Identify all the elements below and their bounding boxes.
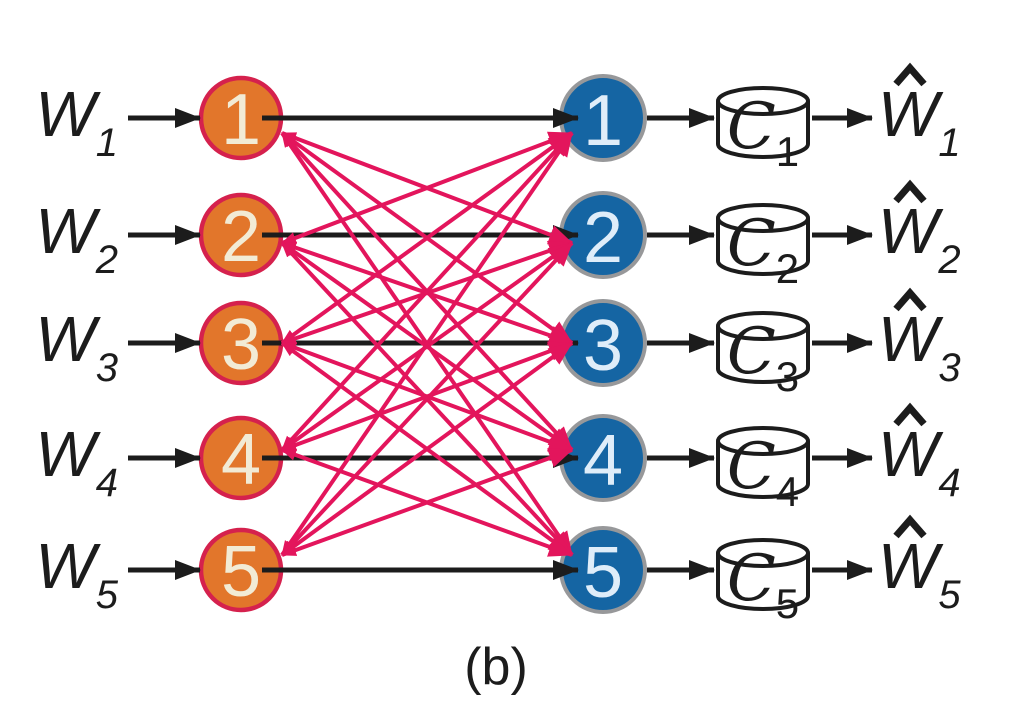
message-label-5: W5 bbox=[35, 530, 118, 617]
estimate-subscript-5: 5 bbox=[938, 573, 961, 617]
cache-cylinder-top-4 bbox=[716, 426, 810, 456]
dest-node-label-5: 5 bbox=[583, 533, 623, 613]
arrows-layer bbox=[128, 108, 873, 580]
figure-caption: (b) bbox=[464, 638, 528, 696]
cache-letter-5: C bbox=[727, 542, 776, 616]
estimate-label-2: W2 bbox=[878, 195, 961, 282]
cache-cylinder-1 bbox=[716, 101, 810, 159]
cache-cylinder-3 bbox=[716, 326, 810, 384]
links-layer bbox=[262, 108, 579, 580]
cache-letter-1: C bbox=[727, 90, 776, 164]
message-label-2: W2 bbox=[35, 195, 118, 282]
source-node-label-4: 4 bbox=[221, 420, 261, 500]
cache-label-5: C5 bbox=[727, 542, 799, 627]
message-subscript-2: 2 bbox=[95, 238, 118, 282]
hat-mark-3 bbox=[893, 287, 927, 312]
hat-mark-5 bbox=[893, 514, 927, 539]
estimate-base-3: W bbox=[878, 303, 944, 375]
cache-cylinder-top-2 bbox=[716, 203, 810, 233]
estimate-base-1: W bbox=[878, 78, 944, 150]
message-base-3: W bbox=[35, 303, 101, 375]
source-node-label-5: 5 bbox=[221, 532, 261, 612]
cache-subscript-3: 3 bbox=[776, 353, 799, 400]
message-label-3: W3 bbox=[35, 303, 118, 390]
estimate-subscript-2: 2 bbox=[937, 238, 960, 282]
source-node-label-1: 1 bbox=[221, 80, 261, 160]
cache-cylinder-5 bbox=[716, 553, 810, 611]
cross-link-5-4 bbox=[281, 448, 573, 557]
estimate-subscript-3: 3 bbox=[938, 346, 960, 390]
source-node-label-2: 2 bbox=[221, 197, 261, 277]
estimate-subscript-4: 4 bbox=[938, 461, 960, 505]
cache-letter-2: C bbox=[727, 207, 776, 281]
message-base-1: W bbox=[35, 78, 101, 150]
message-label-1: W1 bbox=[35, 78, 118, 165]
hat-mark-1 bbox=[893, 62, 927, 87]
message-subscript-4: 4 bbox=[96, 461, 118, 505]
message-base-4: W bbox=[35, 418, 101, 490]
message-subscript-5: 5 bbox=[96, 573, 119, 617]
cache-subscript-5: 5 bbox=[776, 580, 799, 627]
cache-label-3: C3 bbox=[727, 315, 799, 400]
estimate-label-3: W3 bbox=[878, 303, 961, 390]
dest-node-label-1: 1 bbox=[583, 81, 623, 161]
hat-mark-4 bbox=[893, 402, 927, 427]
message-base-2: W bbox=[35, 195, 101, 267]
cache-subscript-2: 2 bbox=[776, 245, 799, 292]
cache-label-1: C1 bbox=[727, 90, 799, 175]
estimate-base-5: W bbox=[878, 530, 944, 602]
message-subscript-1: 1 bbox=[96, 121, 118, 165]
cache-subscript-1: 1 bbox=[776, 128, 799, 175]
estimate-base-2: W bbox=[878, 195, 944, 267]
dest-node-label-2: 2 bbox=[583, 198, 623, 278]
message-base-5: W bbox=[35, 530, 101, 602]
estimate-base-4: W bbox=[878, 418, 944, 490]
cache-label-4: C4 bbox=[727, 430, 799, 515]
cache-letter-3: C bbox=[727, 315, 776, 389]
cache-cylinder-top-1 bbox=[716, 86, 810, 116]
message-label-4: W4 bbox=[35, 418, 118, 505]
estimate-label-5: W5 bbox=[878, 530, 961, 617]
dest-node-label-4: 4 bbox=[583, 421, 623, 501]
cache-label-2: C2 bbox=[727, 207, 799, 292]
estimate-label-4: W4 bbox=[878, 418, 961, 505]
cache-cylinder-top-5 bbox=[716, 538, 810, 568]
cache-cylinder-top-3 bbox=[716, 311, 810, 341]
cache-cylinder-4 bbox=[716, 441, 810, 499]
cache-subscript-4: 4 bbox=[776, 468, 799, 515]
nodes-layer bbox=[198, 74, 810, 614]
cache-letter-4: C bbox=[727, 430, 776, 504]
estimate-label-1: W1 bbox=[878, 78, 961, 165]
dest-node-label-3: 3 bbox=[583, 306, 623, 386]
message-subscript-3: 3 bbox=[96, 346, 118, 390]
hat-mark-2 bbox=[893, 179, 927, 204]
source-node-label-3: 3 bbox=[221, 305, 261, 385]
cache-cylinder-2 bbox=[716, 218, 810, 276]
estimate-subscript-1: 1 bbox=[938, 121, 960, 165]
